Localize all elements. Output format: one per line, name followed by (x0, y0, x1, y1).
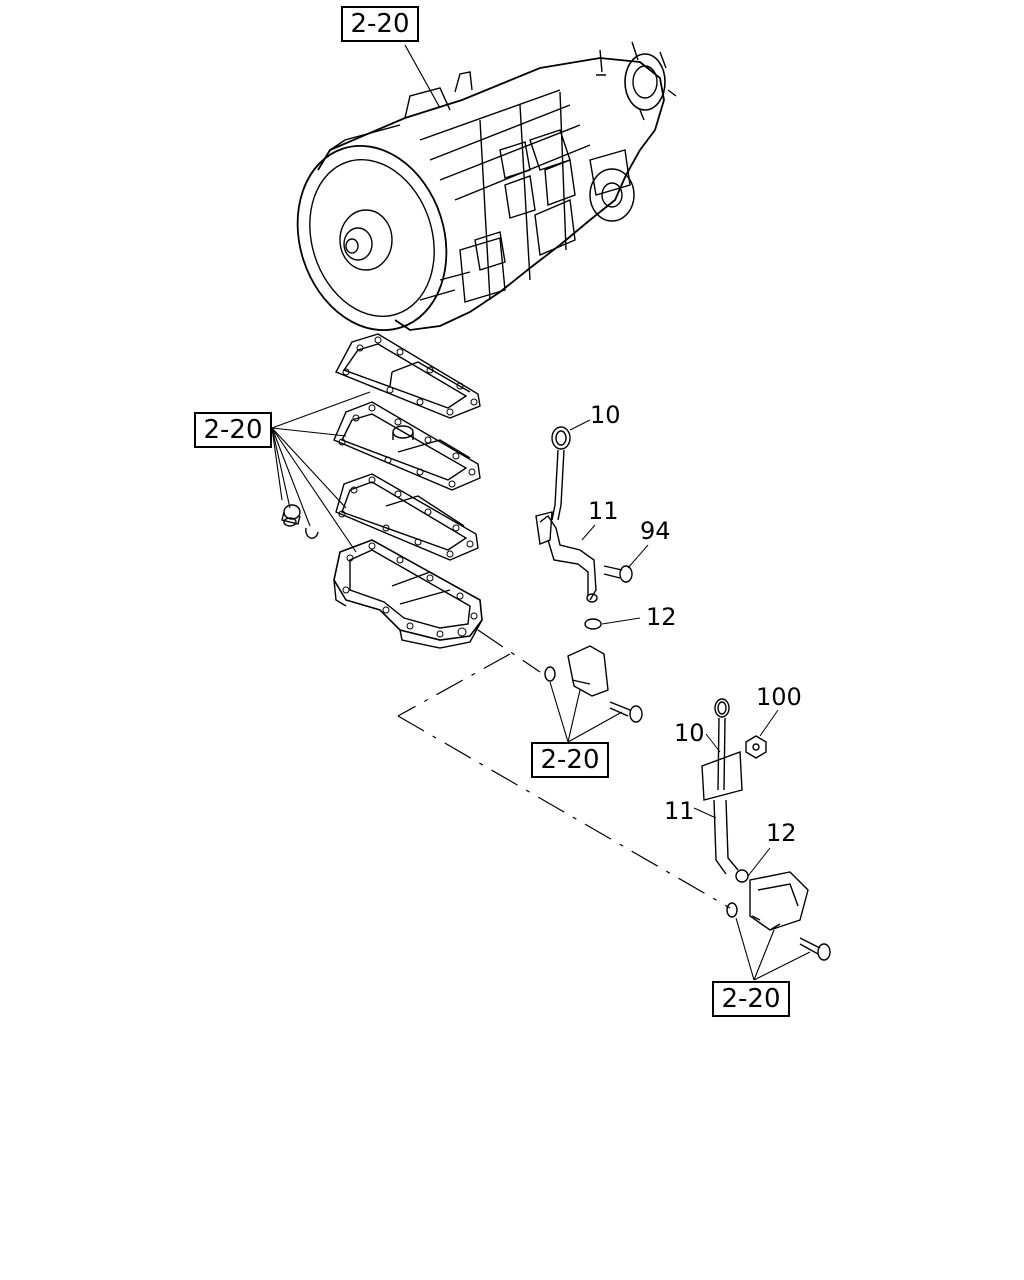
upper-dipstick-assembly (535, 419, 649, 743)
callout-upper-dipstick: 10 (590, 401, 621, 429)
ref-box-lower-bracket: 2-20 (712, 981, 790, 1017)
gasket-ref-leaders (271, 391, 371, 553)
callout-lower-oring: 12 (766, 819, 797, 847)
ref-box-gaskets: 2-20 (194, 412, 272, 448)
ref-box-transmission: 2-20 (341, 6, 419, 42)
callout-upper-guide-tube: 11 (588, 497, 619, 525)
callout-lower-guide-tube: 11 (664, 797, 695, 825)
transmission-assembly (296, 41, 677, 332)
lower-dipstick-assembly (693, 698, 831, 981)
gasket-stack (333, 333, 481, 561)
callout-lower-dipstick: 10 (674, 719, 705, 747)
dash-dot-reference-line (397, 629, 731, 909)
callout-lower-nut: 100 (756, 683, 802, 711)
callout-upper-bolt: 94 (640, 517, 671, 545)
oil-pan (333, 539, 483, 649)
drain-plug (281, 504, 319, 539)
callout-upper-oring: 12 (646, 603, 677, 631)
ref-box-upper-bracket: 2-20 (531, 742, 609, 778)
